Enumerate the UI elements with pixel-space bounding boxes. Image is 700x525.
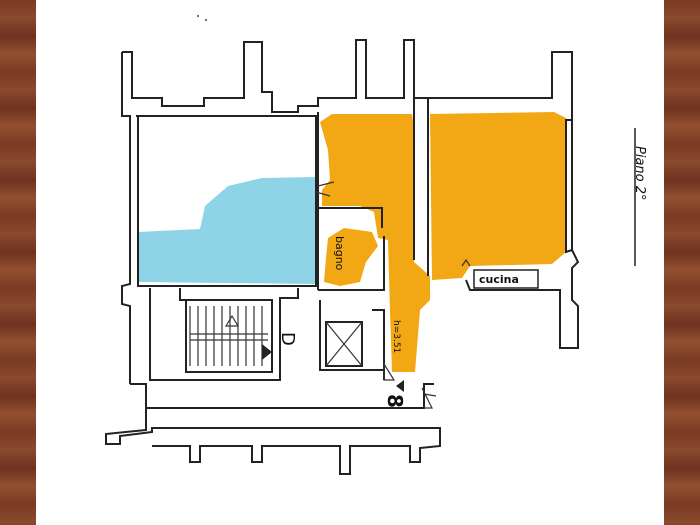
- wood-background-left: [0, 0, 36, 525]
- terrace-area: [138, 177, 316, 284]
- entrance-door: [383, 361, 396, 381]
- interior-wall-center: [317, 98, 429, 291]
- wood-background-right: [664, 0, 700, 525]
- landing-walls: [319, 300, 385, 380]
- outer-wall-west: [121, 52, 131, 384]
- unit-arrow-icon: [396, 380, 404, 392]
- speck: [197, 15, 199, 17]
- terrace-door: [315, 181, 335, 197]
- kitchen-vent: [461, 258, 471, 267]
- outer-wall-left-wing: [122, 39, 428, 113]
- speck: [205, 19, 207, 21]
- elevator-shaft: [325, 321, 363, 367]
- kitchen-counter: [473, 269, 539, 289]
- apartment-area-right: [430, 112, 566, 280]
- stair-arrow-up: [224, 314, 240, 327]
- stair-core: [149, 288, 299, 381]
- stair-treads: [189, 306, 268, 366]
- bottom-corridor: [105, 383, 441, 475]
- ceiling-height-note: h=3.51: [391, 320, 401, 353]
- stair-arrow-icon: [262, 344, 272, 360]
- outer-wall-right-wing: [428, 51, 580, 349]
- terrace-wall: [136, 115, 317, 287]
- elevator-cross: [325, 321, 363, 367]
- stair-letter: D: [277, 332, 298, 346]
- apartment-area-left: [320, 114, 430, 372]
- room-label-kitchen: cucina: [479, 273, 519, 286]
- apartment-area-bath: [324, 228, 378, 286]
- room-label-bathroom: bagno: [333, 236, 346, 271]
- unit-number: 8: [383, 394, 407, 408]
- entrance-door-swing: [421, 387, 437, 409]
